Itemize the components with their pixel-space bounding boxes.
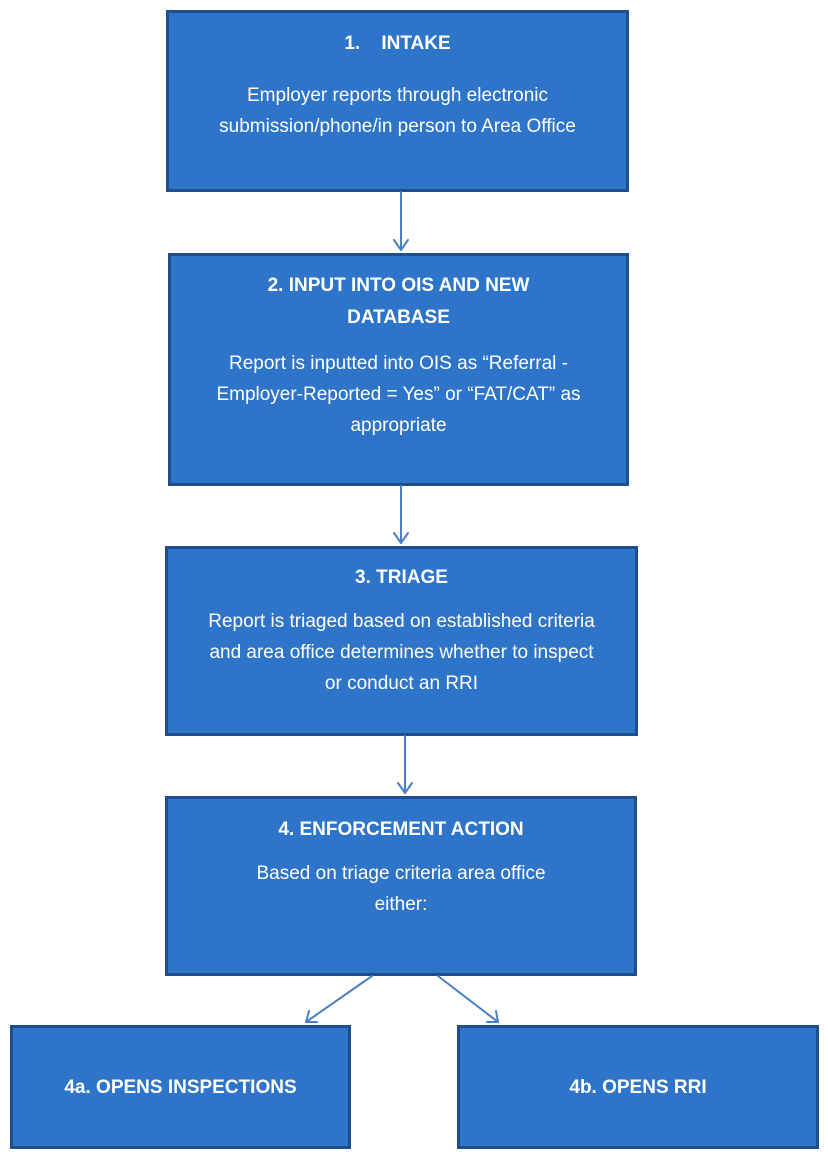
arrow-input-to-triage — [393, 485, 409, 544]
triage-step-description: Report is triaged based on established c… — [208, 611, 595, 694]
opens-inspections-box: 4a. OPENS INSPECTIONS — [10, 1025, 351, 1149]
arrow-triage-to-enforcement — [397, 735, 413, 794]
opens-rri-box: 4b. OPENS RRI — [457, 1025, 819, 1149]
intake-step-description: Employer reports through electronic subm… — [219, 85, 576, 137]
intake-step-box: 1. INTAKE Employer reports through elect… — [166, 10, 629, 192]
enforcement-step-description: Based on triage criteria area office eit… — [256, 863, 546, 915]
triage-step-box: 3. TRIAGE Report is triaged based on est… — [165, 546, 638, 736]
intake-step-title: 1. INTAKE — [344, 33, 451, 54]
arrow-enforcement-to-inspections — [305, 975, 373, 1023]
arrow-intake-to-input — [393, 191, 409, 251]
input-step-description: Report is inputted into OIS as “Referral… — [216, 353, 581, 436]
enforcement-step-box: 4. ENFORCEMENT ACTION Based on triage cr… — [165, 796, 637, 976]
opens-inspections-title: 4a. OPENS INSPECTIONS — [64, 1076, 297, 1098]
opens-rri-title: 4b. OPENS RRI — [569, 1076, 707, 1098]
input-step-title: 2. INPUT INTO OIS AND NEW DATABASE — [267, 275, 530, 328]
enforcement-step-title: 4. ENFORCEMENT ACTION — [278, 819, 524, 840]
triage-step-title: 3. TRIAGE — [355, 567, 448, 588]
arrow-enforcement-to-rri — [437, 975, 499, 1023]
input-step-box: 2. INPUT INTO OIS AND NEW DATABASE Repor… — [168, 253, 629, 486]
